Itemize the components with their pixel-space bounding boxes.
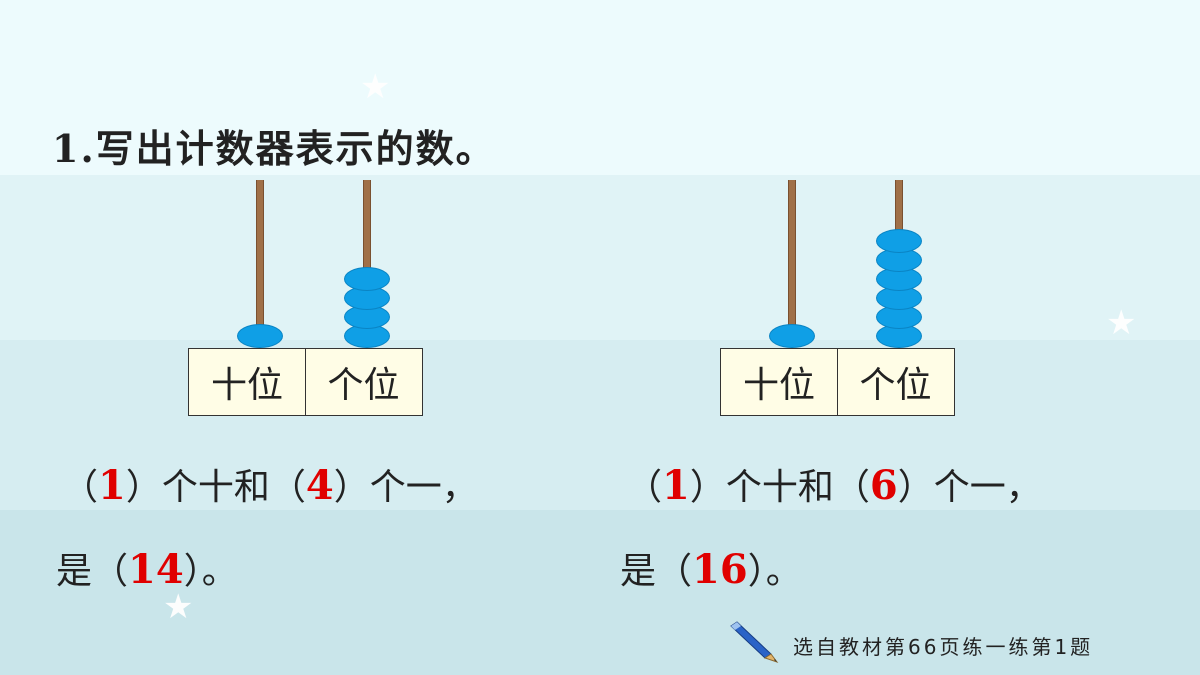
text-ones: 个一，: [933, 467, 1042, 508]
text-is: 是: [56, 551, 93, 592]
source-note: 选自教材第66页练一练第1题: [793, 635, 1094, 659]
paren-open: （: [833, 467, 870, 508]
star-icon: ★: [360, 67, 391, 107]
total-answer: 16: [692, 546, 748, 593]
background-band-2: [0, 175, 1200, 340]
paren-open: （: [269, 467, 306, 508]
text-period: 。: [201, 551, 238, 592]
tens-answer: 1: [662, 462, 690, 509]
place-value-labels: 十位 个位: [188, 348, 423, 416]
tens-place-label: 十位: [189, 349, 306, 415]
text-is: 是: [620, 551, 657, 592]
answer-line-1: （1）个十和（4）个一，: [62, 458, 478, 510]
tens-rod: [788, 180, 796, 330]
exercise-title: 1.写出计数器表示的数。: [52, 126, 496, 171]
bead: [769, 324, 815, 348]
paren-close: ）: [747, 551, 766, 592]
background-band-4: [0, 510, 1200, 675]
tens-place-label: 十位: [721, 349, 838, 415]
tens-rod: [256, 180, 264, 330]
bead: [876, 229, 922, 253]
paren-open: （: [626, 467, 663, 508]
place-value-labels: 十位 个位: [720, 348, 955, 416]
bead: [237, 324, 283, 348]
total-answer: 14: [128, 546, 184, 593]
ones-place-label: 个位: [327, 365, 400, 406]
star-icon: ★: [163, 587, 194, 627]
answer-line-1: （1）个十和（6）个一，: [626, 458, 1042, 510]
star-icon: ★: [1106, 303, 1137, 343]
paren-close: ）: [689, 467, 726, 508]
ones-place-label: 个位: [859, 365, 932, 406]
paren-open: （: [92, 551, 129, 592]
ones-answer: 4: [305, 462, 334, 509]
answer-line-2: 是（14）。: [56, 542, 238, 594]
text-tens-and: 个十和: [161, 467, 270, 508]
paren-close: ）: [897, 467, 934, 508]
background-band-1: [0, 0, 1200, 175]
bead: [344, 267, 390, 291]
paren-close: ）: [183, 551, 202, 592]
paren-close: ）: [333, 467, 370, 508]
tens-answer: 1: [98, 462, 126, 509]
answer-line-2: 是（16）。: [620, 542, 802, 594]
ones-answer: 6: [869, 462, 898, 509]
ones-rod: [363, 180, 371, 330]
paren-open: （: [656, 551, 693, 592]
text-period: 。: [765, 551, 802, 592]
text-tens-and: 个十和: [725, 467, 834, 508]
paren-close: ）: [125, 467, 162, 508]
pen-icon: [730, 621, 779, 663]
text-ones: 个一，: [369, 467, 478, 508]
paren-open: （: [62, 467, 99, 508]
